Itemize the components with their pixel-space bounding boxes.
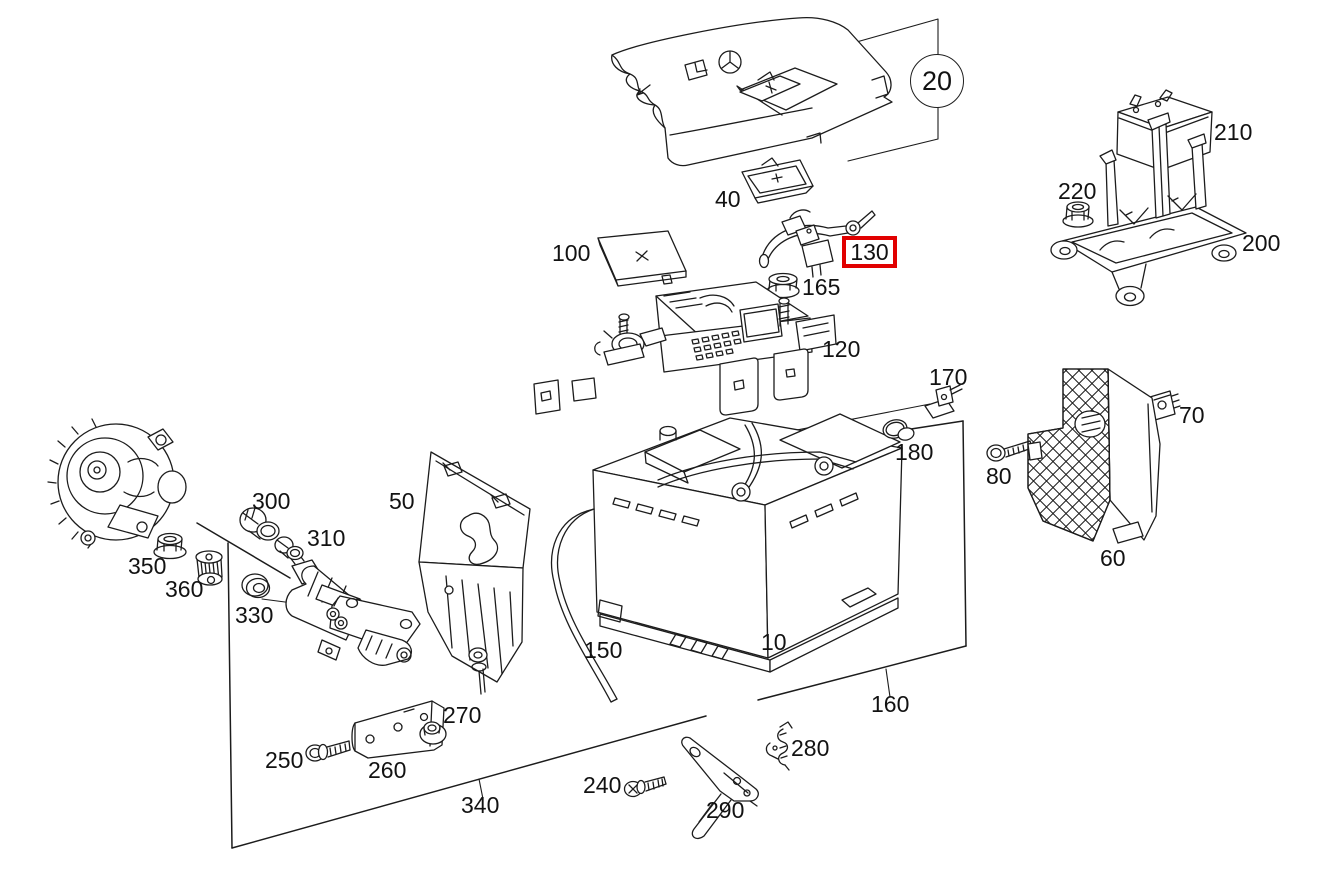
- cover-20-drawing: [611, 16, 893, 167]
- callout-350[interactable]: 350: [128, 553, 167, 579]
- callout-300[interactable]: 300: [252, 488, 291, 514]
- shield-50-drawing: [418, 451, 531, 695]
- nut-270-drawing: [419, 721, 447, 745]
- cap-360-drawing: [195, 550, 223, 586]
- alternator-drawing: [47, 418, 187, 549]
- bracket-260-drawing: [351, 700, 445, 759]
- callout-balloon-20[interactable]: 20: [910, 54, 964, 108]
- plug-180-drawing: [882, 419, 915, 441]
- callout-250[interactable]: 250: [265, 747, 304, 773]
- hose-150-drawing: [550, 508, 618, 703]
- callout-165[interactable]: 165: [802, 274, 841, 300]
- callout-280[interactable]: 280: [791, 735, 830, 761]
- callout-60[interactable]: 60: [1100, 545, 1126, 571]
- leader-160: [885, 668, 891, 698]
- callout-50[interactable]: 50: [389, 488, 415, 514]
- callout-290[interactable]: 290: [706, 797, 745, 823]
- callout-10[interactable]: 10: [761, 629, 787, 655]
- bolt-250-drawing: [305, 740, 351, 762]
- callout-360[interactable]: 360: [165, 576, 204, 602]
- callout-210[interactable]: 210: [1214, 119, 1253, 145]
- callout-240[interactable]: 240: [583, 772, 622, 798]
- callout-100[interactable]: 100: [552, 240, 591, 266]
- callout-150[interactable]: 150: [584, 637, 623, 663]
- washer-330-drawing: [241, 573, 271, 599]
- cover-100-drawing: [597, 230, 687, 287]
- cap-310-drawing: [274, 536, 304, 561]
- callout-40[interactable]: 40: [715, 186, 741, 212]
- callout-220[interactable]: 220: [1058, 178, 1097, 204]
- leader-340: [478, 778, 484, 800]
- bracket-290-drawing: [681, 736, 759, 840]
- callout-70[interactable]: 70: [1179, 402, 1205, 428]
- nut-350-drawing: [153, 532, 187, 560]
- group-frame-lines: [196, 420, 967, 849]
- battery-10-drawing: [592, 413, 903, 673]
- tray-200-drawing: [1050, 112, 1247, 307]
- callout-170[interactable]: 170: [929, 364, 968, 390]
- screw-80-drawing: [986, 440, 1033, 462]
- nut-220-drawing: [1062, 201, 1094, 228]
- callout-80[interactable]: 80: [986, 463, 1012, 489]
- callout-200[interactable]: 200: [1242, 230, 1281, 256]
- harness-130-drawing: [758, 209, 876, 278]
- callout-260[interactable]: 260: [368, 757, 407, 783]
- callout-310[interactable]: 310: [307, 525, 346, 551]
- grid-60-drawing: [1027, 368, 1161, 544]
- callout-120[interactable]: 120: [822, 336, 861, 362]
- callout-340[interactable]: 340: [461, 792, 500, 818]
- screw-240-drawing: [623, 776, 667, 798]
- callout-330[interactable]: 330: [235, 602, 274, 628]
- callout-180[interactable]: 180: [895, 439, 934, 465]
- plate-40-drawing: [741, 157, 814, 204]
- callout-130-highlighted[interactable]: 130: [842, 236, 897, 268]
- callout-270[interactable]: 270: [443, 702, 482, 728]
- cap-300-drawing: [239, 507, 280, 541]
- starter-drawing: [285, 552, 421, 666]
- carrier-120-drawing: [533, 281, 837, 416]
- callout-160[interactable]: 160: [871, 691, 910, 717]
- leader-balloon-bottom: [847, 107, 939, 162]
- leader-balloon-top: [852, 18, 939, 55]
- clip-280-drawing: [765, 721, 793, 771]
- clamp-170-drawing: [924, 384, 963, 419]
